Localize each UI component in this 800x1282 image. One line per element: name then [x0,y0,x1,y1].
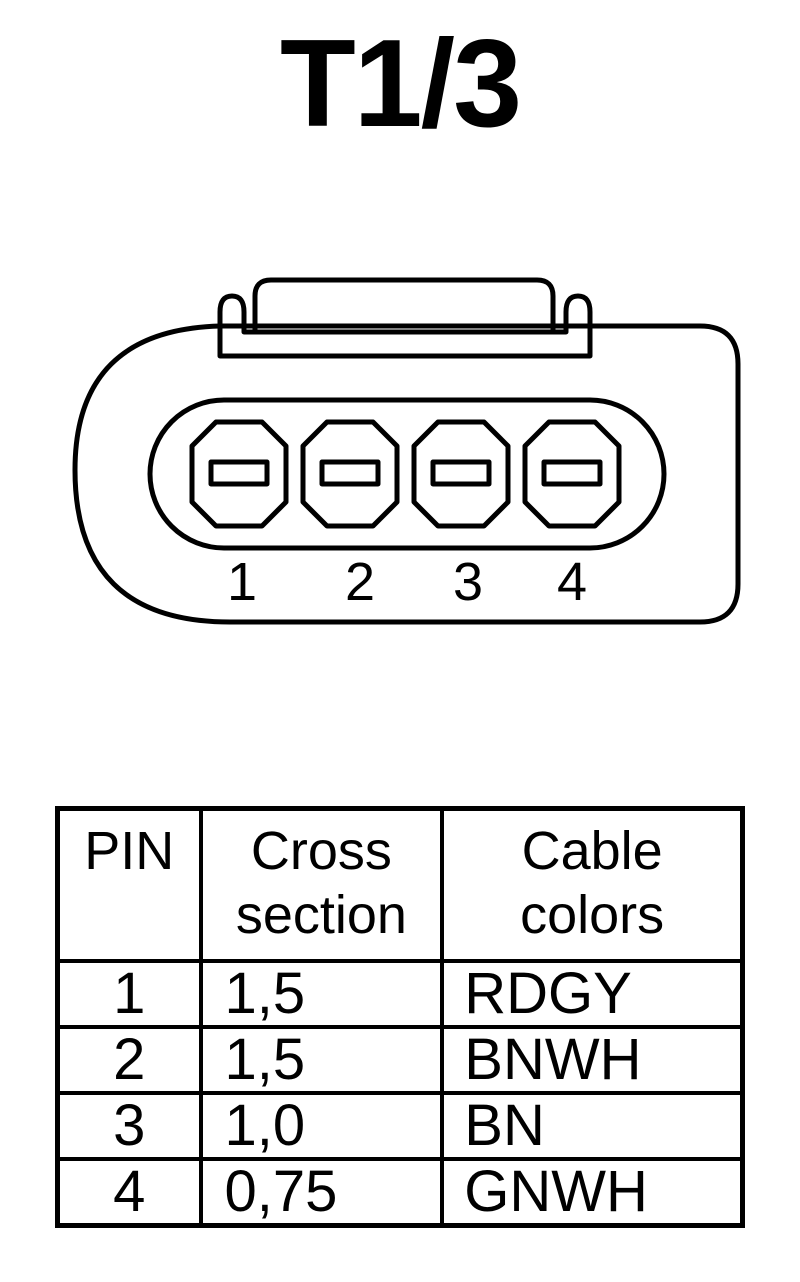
locking-tab [252,277,556,332]
cell-cross-section: 0,75 [198,1157,445,1228]
table-header-row: PIN Cross section Cable colors [55,806,745,963]
pin-label-2: 2 [345,552,375,612]
pin-label-1: 1 [227,552,257,612]
header-pin: PIN [55,806,203,963]
pin-assignment-table: PIN Cross section Cable colors 1 1,5 RDG… [55,806,745,1228]
table-row: 4 0,75 GNWH [55,1157,745,1228]
cell-pin: 1 [55,959,203,1029]
pin-2-terminal [300,419,400,529]
cell-cross-section: 1,5 [198,959,445,1029]
cell-pin: 2 [55,1025,203,1095]
cell-cross-section: 1,0 [198,1091,445,1161]
cell-pin: 4 [55,1157,203,1228]
connector-title: T1/3 [279,15,522,153]
table-row: 3 1,0 BN [55,1091,745,1161]
pin-4-terminal [522,419,622,529]
table-row: 2 1,5 BNWH [55,1025,745,1095]
locking-clip [217,293,593,359]
cell-cross-section: 1,5 [198,1025,445,1095]
connector-housing [72,323,741,625]
pin-cavity [147,397,667,551]
pin-label-3: 3 [453,552,483,612]
cell-cable-color: BNWH [440,1025,745,1095]
cell-cable-color: RDGY [440,959,745,1029]
cell-cable-color: BN [440,1091,745,1161]
pin-label-4: 4 [557,552,587,612]
cell-pin: 3 [55,1091,203,1161]
table-row: 1 1,5 RDGY [55,959,745,1029]
header-cross-section: Cross section [198,806,445,963]
cell-cable-color: GNWH [440,1157,745,1228]
pin-1-terminal [189,419,289,529]
header-cable-colors: Cable colors [440,806,745,963]
pin-3-terminal [411,419,511,529]
connector-diagram: 1 2 3 4 [72,277,741,625]
